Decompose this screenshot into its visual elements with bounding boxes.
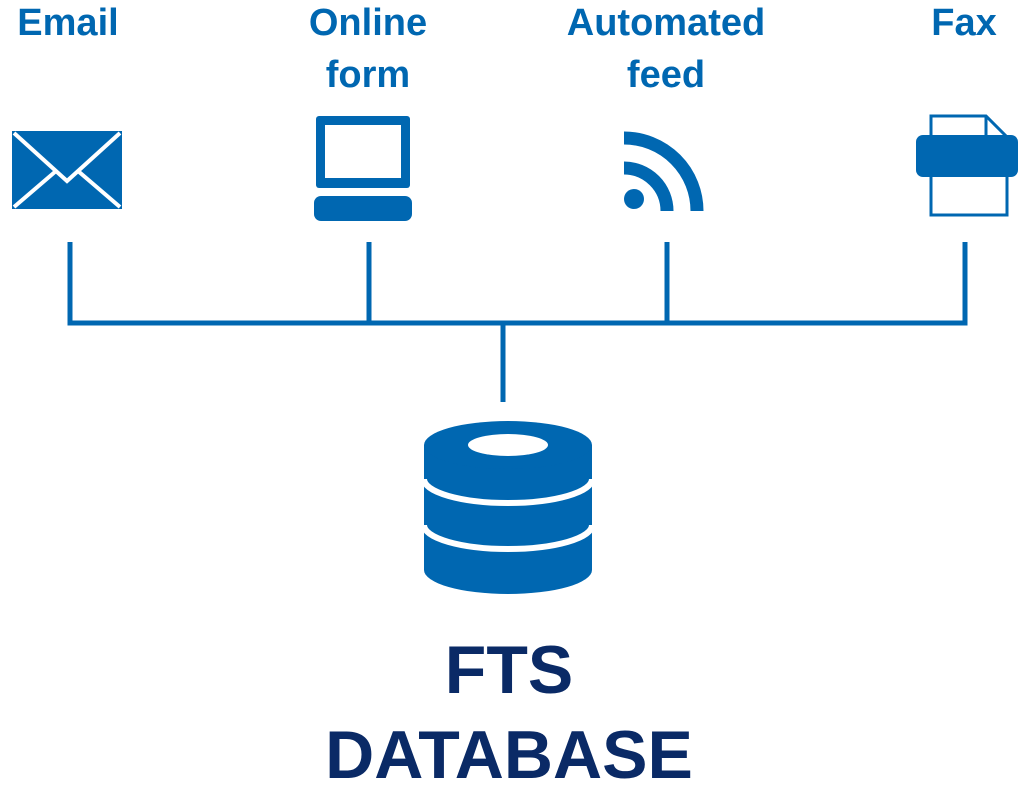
envelope-icon [12,131,122,209]
database-title-line1: FTS [444,632,574,708]
source-label-online-form: Online form [308,2,428,96]
fax-icon [916,114,1018,217]
computer-icon [314,116,412,221]
source-label-email: Email [17,2,119,44]
database-title-line2: DATABASE [325,717,693,789]
connector-lines [67,242,968,402]
rss-feed-icon [623,131,704,212]
source-label-fax: Fax [931,2,997,44]
source-label-automated-feed: Automated feed [566,2,766,96]
database-icon [421,421,595,594]
